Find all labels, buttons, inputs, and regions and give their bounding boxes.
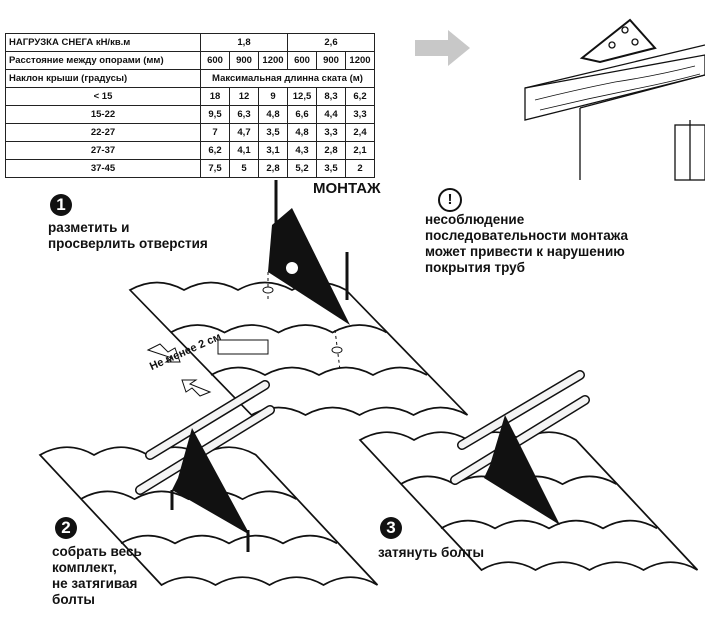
bracket-step1 (268, 208, 350, 325)
arrow-up-left-icon (181, 379, 212, 397)
step-3-text: затянуть болты (378, 545, 484, 561)
warning-line: последовательности монтажа (425, 228, 629, 243)
page-title: МОНТАЖ (313, 180, 381, 197)
table-row: Наклон крыши (градусы) Максимальная длин… (5, 69, 375, 88)
warning-text: несоблюдение последовательности монтажа … (425, 212, 628, 276)
step-2-number: 2 (55, 517, 77, 539)
step-line: комплект, (52, 560, 117, 575)
bracket-step2 (172, 428, 250, 535)
table-row: НАГРУЗКА СНЕГА кН/кв.м 1,8 2,6 (5, 33, 375, 52)
step-line: затянуть болты (378, 545, 484, 560)
step-line: собрать весь (52, 544, 142, 559)
snow-load-table: НАГРУЗКА СНЕГА кН/кв.м 1,8 2,6 Расстояни… (5, 33, 375, 178)
warning-line: несоблюдение (425, 212, 525, 227)
bracket-step3 (484, 415, 560, 525)
warning-line: покрытия труб (425, 260, 525, 275)
warning-icon: ! (438, 188, 462, 212)
step-line: болты (52, 592, 95, 607)
max-length-value: 6,2 (345, 87, 375, 106)
step-line: просверлить отверстия (48, 236, 208, 251)
table-row: Расстояние между опорами (мм) 600 900 12… (5, 51, 375, 70)
house-eave-illustration (524, 18, 705, 181)
step-line: разметить и (48, 220, 130, 235)
arrow-down-right-icon (146, 343, 181, 363)
step-3-number: 3 (380, 517, 402, 539)
step-2-text: собрать весь комплект, не затягивая болт… (52, 544, 142, 608)
arrow-right-icon (415, 30, 470, 66)
step-1-number: 1 (50, 194, 72, 216)
warning-line: может привести к нарушению (425, 244, 625, 259)
step-line: не затягивая (52, 576, 138, 591)
max-length-value: 2 (345, 159, 375, 178)
step-1-text: разметить и просверлить отверстия (48, 220, 208, 252)
